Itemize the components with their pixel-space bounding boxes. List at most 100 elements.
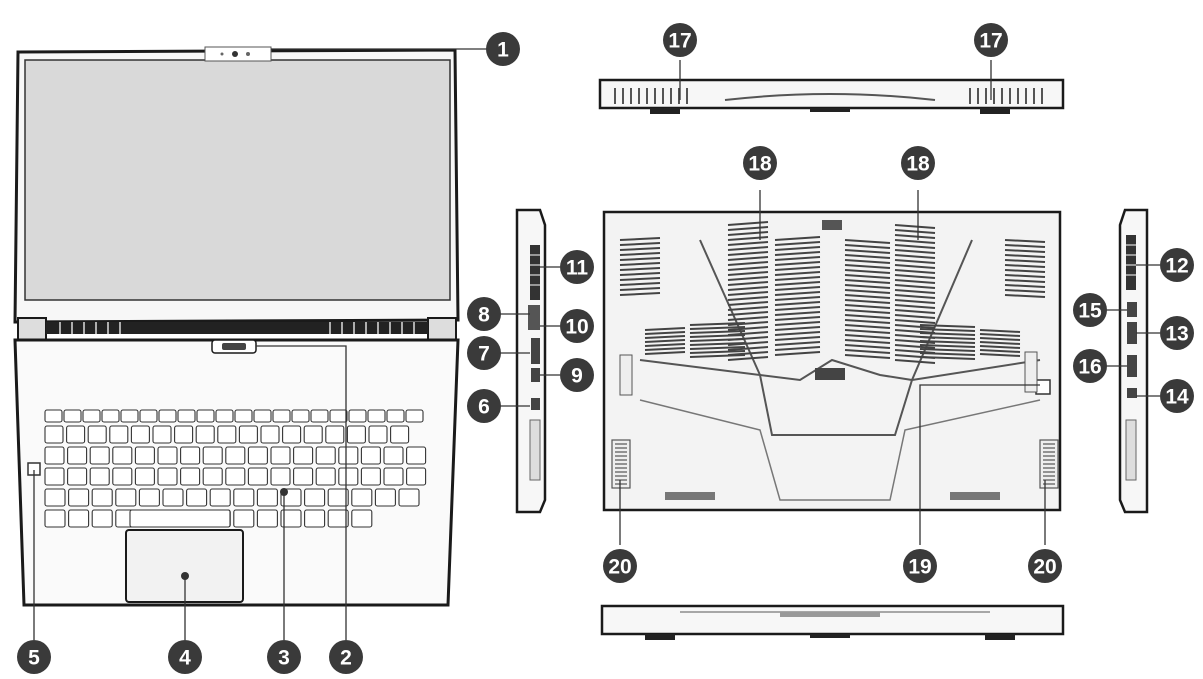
key (67, 446, 88, 465)
callout-number: 19 (908, 556, 931, 579)
callout-number: 14 (1165, 386, 1189, 409)
callout-number: 20 (1033, 556, 1056, 579)
key (138, 488, 160, 507)
callout-number: 8 (478, 304, 490, 327)
callout-number: 9 (571, 365, 583, 388)
callout-badge-circle (17, 640, 51, 674)
callout-badge-circle (168, 640, 202, 674)
callout-number: 7 (478, 343, 490, 366)
key (225, 446, 246, 465)
key (186, 488, 208, 507)
key (282, 425, 302, 444)
key (329, 409, 348, 423)
key (130, 425, 150, 444)
key (209, 488, 231, 507)
hinge-left (17, 317, 47, 341)
callout-number: 18 (748, 153, 772, 176)
callout-badge-circle (903, 549, 937, 583)
key (67, 467, 88, 486)
key (158, 409, 177, 423)
key (398, 488, 420, 507)
key (260, 425, 280, 444)
key (291, 409, 310, 423)
key (177, 409, 196, 423)
key (44, 488, 66, 507)
callout-6: 6 (467, 389, 501, 423)
callout-number: 10 (565, 316, 588, 339)
key (304, 509, 326, 528)
key (304, 488, 326, 507)
key (383, 467, 404, 486)
key (202, 467, 223, 486)
key (256, 509, 278, 528)
callout-badge-circle (743, 146, 777, 180)
key (225, 467, 246, 486)
callout-20: 20 (603, 549, 637, 583)
callout-number: 4 (179, 647, 191, 670)
key (82, 409, 101, 423)
callout-number: 1 (497, 39, 509, 62)
callout-number: 3 (278, 647, 290, 670)
key (348, 409, 367, 423)
callout-17: 17 (663, 23, 697, 57)
key (406, 446, 427, 465)
key (310, 409, 329, 423)
callout-badge-circle (1160, 248, 1194, 282)
key (68, 488, 90, 507)
rear-view (598, 60, 1065, 114)
callout-13: 13 (1160, 316, 1194, 350)
key (63, 409, 82, 423)
callout-badge-circle (467, 389, 501, 423)
key (247, 467, 268, 486)
key (174, 425, 194, 444)
key (115, 488, 137, 507)
reset-hole (1035, 379, 1051, 395)
callout-4: 4 (168, 640, 202, 674)
leader-lines-left (33, 48, 488, 640)
callout-badge-circle (1160, 316, 1194, 350)
laptop-screen (24, 59, 451, 301)
callout-badge-circle (1028, 549, 1062, 583)
spacebar-key (129, 509, 231, 528)
key (360, 446, 381, 465)
callout-number: 5 (28, 647, 40, 670)
callout-2: 2 (329, 640, 363, 674)
key (157, 467, 178, 486)
key (351, 488, 373, 507)
key (315, 467, 336, 486)
key (44, 425, 64, 444)
key (233, 488, 255, 507)
callout-5: 5 (17, 640, 51, 674)
callout-19: 19 (903, 549, 937, 583)
callout-badge-circle (467, 297, 501, 331)
callout-15: 15 (1073, 293, 1107, 327)
callout-9: 9 (560, 358, 594, 392)
key (112, 467, 133, 486)
hinge-vents (46, 322, 428, 334)
key (367, 409, 386, 423)
key (134, 467, 155, 486)
key (338, 467, 359, 486)
key (374, 488, 396, 507)
key (383, 446, 404, 465)
key (68, 509, 90, 528)
key (351, 509, 373, 528)
right-side-view (1118, 208, 1149, 514)
key (217, 425, 237, 444)
callout-badge-circle (560, 250, 594, 284)
callout-badge-circle (1073, 349, 1107, 383)
open-laptop-view (13, 46, 460, 607)
key (238, 425, 258, 444)
leader-lines-right-side (1105, 264, 1160, 397)
key (360, 467, 381, 486)
key (101, 409, 120, 423)
callout-badge-circle (560, 358, 594, 392)
key (120, 409, 139, 423)
callout-20: 20 (1028, 549, 1062, 583)
callout-number: 6 (478, 396, 490, 419)
callout-badge-circle (467, 336, 501, 370)
callout-badge-circle (901, 146, 935, 180)
leader-lines-left-side (500, 266, 560, 407)
callout-number: 11 (566, 257, 589, 280)
callout-number: 17 (668, 30, 691, 53)
